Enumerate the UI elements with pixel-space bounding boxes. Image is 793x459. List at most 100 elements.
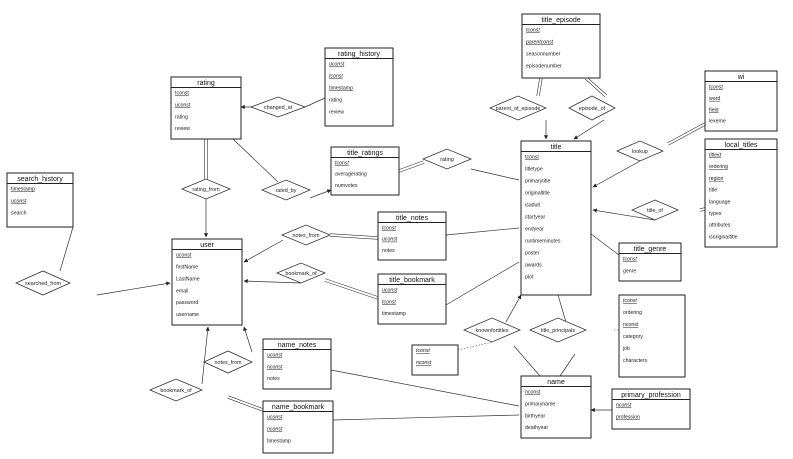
attribute: tconst bbox=[175, 91, 189, 97]
connector-line bbox=[325, 278, 379, 298]
connector-line bbox=[559, 353, 576, 377]
relationship-label: title_of bbox=[647, 208, 663, 214]
relationship-label: title_principals bbox=[541, 328, 575, 334]
connector-line bbox=[243, 239, 284, 263]
attribute: tconst bbox=[382, 226, 396, 232]
connector-line bbox=[699, 207, 705, 210]
entity-box bbox=[262, 338, 332, 390]
attribute: endyear bbox=[525, 227, 544, 233]
relationship-knownfortitles[interactable]: knownfortitles bbox=[462, 317, 522, 343]
attribute: deathyear bbox=[525, 425, 548, 431]
connector-line bbox=[330, 233, 379, 238]
attribute: nconst bbox=[525, 390, 541, 396]
attribute: primarytitle bbox=[525, 179, 550, 185]
attribute: timestamp bbox=[329, 86, 353, 92]
attribute: job bbox=[622, 346, 630, 352]
attribute: language bbox=[709, 199, 730, 205]
dashed-link bbox=[457, 341, 493, 351]
relationship-rating-from[interactable]: rating_from bbox=[180, 178, 232, 200]
attribute: uconst bbox=[329, 62, 345, 68]
relationship-label: rating bbox=[440, 157, 454, 163]
connector-line bbox=[557, 294, 567, 323]
relationship-notes-from-name[interactable]: notes_from bbox=[203, 350, 253, 374]
attribute: birthyear bbox=[525, 413, 545, 419]
attribute: nconst bbox=[267, 364, 283, 370]
relationship-notes-from[interactable]: notes_from bbox=[280, 224, 332, 246]
connector-line bbox=[201, 326, 210, 385]
attribute: notes bbox=[382, 248, 395, 254]
relationship-rating[interactable]: rating bbox=[421, 148, 473, 170]
entity-box bbox=[262, 400, 334, 454]
connector-line bbox=[329, 235, 378, 240]
attribute: uconst bbox=[176, 253, 192, 259]
attribute: nconst bbox=[267, 427, 283, 433]
relationship-changed-at[interactable]: changed_at bbox=[249, 96, 307, 118]
entity-title: title_genre bbox=[634, 246, 667, 253]
entity-title-episode[interactable]: title_episodetconstparentconstseasonnumb… bbox=[521, 13, 601, 79]
entity-title: title_bookmark bbox=[389, 277, 435, 284]
relationship-episode-of[interactable]: episode_of bbox=[568, 95, 616, 121]
attribute: nconst bbox=[623, 322, 639, 328]
attribute: lexeme bbox=[709, 119, 726, 125]
entity-title: name bbox=[547, 379, 565, 386]
entity-rating-history[interactable]: rating_historyuconsttconsttimestampratin… bbox=[324, 47, 394, 127]
entity-title[interactable]: titletconsttitletypeprimarytitleoriginal… bbox=[520, 140, 592, 296]
connector-line bbox=[243, 326, 253, 353]
attribute: tconst bbox=[329, 74, 343, 80]
entity-user[interactable]: useruconstfirstNameLastNameemailpassword… bbox=[171, 238, 243, 326]
relationship-layer: changed_at rating_from rated_by rating paren… bbox=[15, 95, 680, 402]
relationship-label: knownfortitles bbox=[476, 328, 509, 334]
entity-title-principals[interactable]: tconstorderingnconstcategoryjobcharacter… bbox=[618, 294, 686, 378]
entity-box bbox=[377, 211, 447, 261]
connector-line bbox=[700, 209, 706, 212]
relationship-label: rated_by bbox=[276, 188, 297, 194]
attribute: characters bbox=[623, 358, 648, 364]
attribute: titleid bbox=[709, 153, 722, 159]
relationship-title-principals[interactable]: title_principals bbox=[528, 317, 588, 343]
attribute: uconst bbox=[382, 237, 398, 243]
connector-line bbox=[470, 168, 520, 181]
relationship-lookup[interactable]: lookup bbox=[615, 140, 665, 162]
relationship-parent-of-episode[interactable]: parent_of_episode bbox=[488, 95, 548, 121]
attribute: uconst bbox=[11, 199, 27, 205]
attribute: title bbox=[709, 188, 717, 194]
attribute: runtimeminutes bbox=[525, 239, 561, 245]
diamond-shape bbox=[180, 178, 232, 200]
connector-lines bbox=[59, 76, 706, 421]
attribute: seasonnumber bbox=[526, 52, 561, 58]
entity-title: title_notes bbox=[396, 215, 428, 222]
connector-line bbox=[59, 226, 74, 272]
relationship-rated-by[interactable]: rated_by bbox=[260, 179, 312, 201]
relationship-bookmark-of-name[interactable]: bookmark_of bbox=[148, 378, 204, 402]
attribute: email bbox=[176, 288, 188, 294]
connector-line bbox=[232, 138, 279, 183]
connector-line bbox=[399, 162, 425, 173]
relationship-title-of[interactable]: title_of bbox=[630, 199, 680, 221]
relationship-label: bookmark_of bbox=[160, 388, 192, 394]
relationship-bookmark-of-title[interactable]: bookmark_of bbox=[275, 262, 327, 284]
connector-line bbox=[445, 227, 520, 236]
relationship-searched-from[interactable]: searched_from bbox=[15, 270, 71, 296]
attribute: numvotes bbox=[335, 183, 358, 189]
attribute: averagerating bbox=[335, 172, 367, 178]
connector-line bbox=[668, 124, 706, 146]
attribute: word bbox=[709, 96, 720, 102]
attribute: isadult bbox=[525, 203, 541, 209]
relationship-label: searched_from bbox=[25, 281, 61, 287]
entity-local-titles[interactable]: local_titlestitleidorderingregiontitlela… bbox=[704, 138, 778, 248]
entity-box bbox=[330, 146, 400, 196]
diamond-shape bbox=[568, 95, 616, 121]
